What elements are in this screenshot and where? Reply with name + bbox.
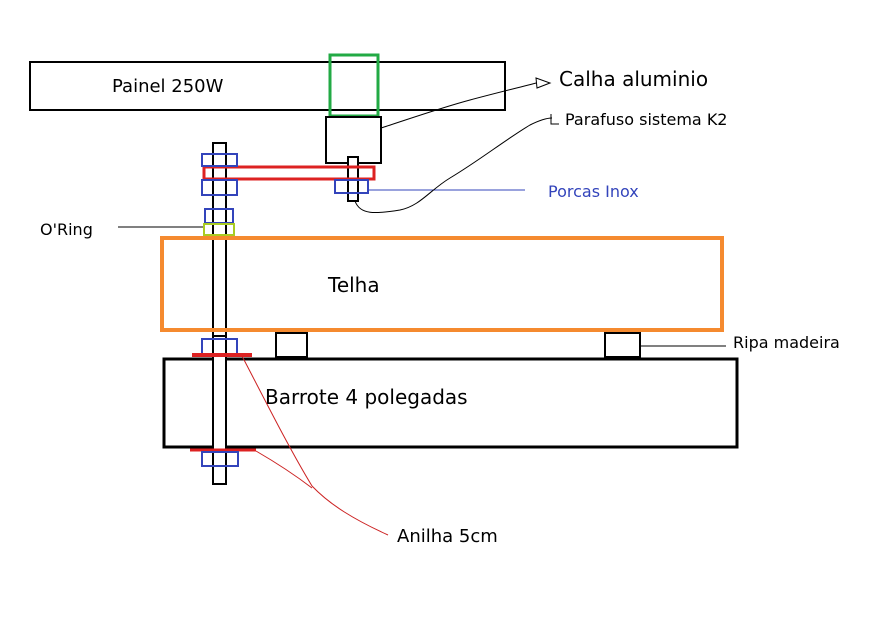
beam [162, 357, 739, 449]
oring [203, 223, 235, 236]
solar-panel [29, 61, 506, 111]
rail-label: Calha aluminio [559, 67, 708, 91]
hanger-bolt-through-beam [212, 335, 227, 485]
oring-label: O'Ring [40, 220, 93, 239]
rail-arrow-icon [535, 77, 552, 89]
nut-upper-1 [201, 153, 238, 167]
beam-label: Barrote 4 polegadas [265, 385, 468, 409]
tile-label: Telha [327, 273, 380, 297]
screw-label: Parafuso sistema K2 [565, 110, 727, 129]
batten-left [275, 332, 308, 358]
panel-label: Painel 250W [112, 76, 224, 97]
roof-tile [160, 236, 724, 332]
nut-lower-bottom [201, 451, 239, 467]
nuts-label: Porcas Inox [548, 182, 639, 201]
washer-leader-top [241, 355, 389, 536]
nut-clamp [334, 179, 369, 194]
screw-leader [354, 117, 553, 214]
batten-right [604, 332, 641, 358]
nut-upper-2 [201, 179, 238, 196]
screw-arrow-icon [550, 114, 559, 125]
washer-leader-bottom [255, 450, 313, 489]
washer-label: Anilha 5cm [397, 526, 498, 547]
mounting-bracket [202, 165, 376, 181]
batten-label: Ripa madeira [733, 333, 840, 352]
rail-leader [380, 81, 541, 129]
